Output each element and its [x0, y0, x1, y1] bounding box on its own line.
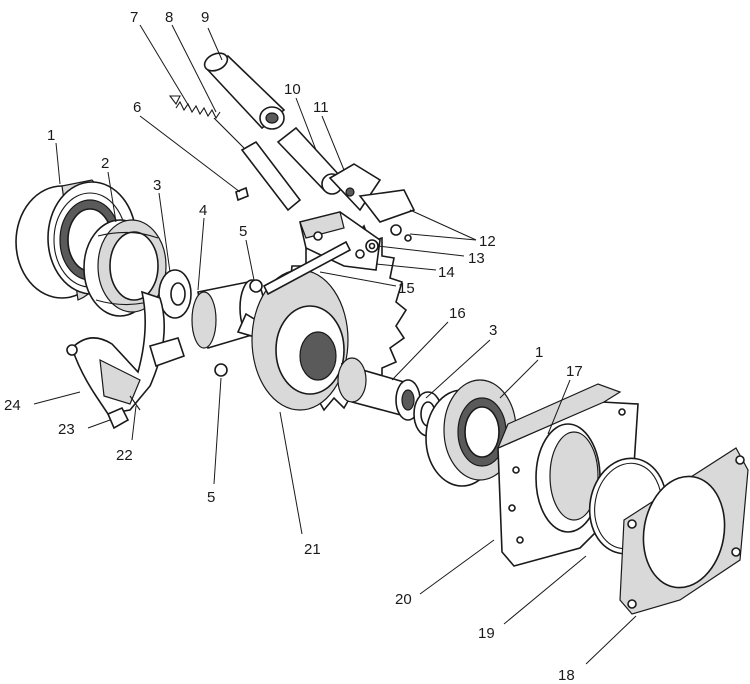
callout-20: 20	[395, 591, 412, 608]
callout-14: 14	[438, 264, 455, 281]
callout-9: 9	[201, 9, 209, 26]
part-1-bearing-right	[425, 379, 517, 487]
part-13-washer	[365, 239, 379, 253]
part-18-gasket	[619, 447, 749, 615]
callout-5-lower: 5	[207, 489, 215, 506]
part-7-spring	[168, 95, 221, 120]
part-22-pin	[129, 395, 141, 411]
part-21-gear	[236, 224, 408, 412]
callout-2: 2	[101, 155, 109, 172]
callout-12: 12	[479, 233, 496, 250]
leader-lines	[33, 24, 637, 665]
callout-5-upper: 5	[239, 223, 247, 240]
part-9-cylinder	[203, 52, 286, 130]
callout-7: 7	[130, 9, 138, 26]
callout-4: 4	[199, 202, 207, 219]
callout-3-right: 3	[489, 322, 497, 339]
part-8-rod	[213, 117, 302, 212]
callout-1-left: 1	[47, 127, 55, 144]
part-12-lever	[358, 189, 416, 242]
callout-1-right: 1	[535, 344, 543, 361]
part-3-washer-left	[158, 269, 192, 319]
callout-8: 8	[165, 9, 173, 26]
part-5-ball-upper	[249, 279, 263, 293]
callout-13: 13	[468, 250, 485, 267]
callout-18: 18	[558, 667, 575, 684]
part-15-rod	[262, 240, 352, 296]
callout-15: 15	[398, 280, 415, 297]
callout-19: 19	[478, 625, 495, 642]
part-14-bracket	[299, 211, 381, 271]
callout-23: 23	[58, 421, 75, 438]
callout-21: 21	[304, 541, 321, 558]
callout-22: 22	[116, 447, 133, 464]
callout-11: 11	[313, 99, 329, 116]
part-24-shift-fork	[66, 290, 186, 415]
callout-labels: 7 8 9 10 11 6 1 2 3 4 5 12 13 14 15 16 3…	[4, 9, 583, 684]
callout-16: 16	[449, 305, 466, 322]
part-2-ring	[83, 219, 167, 317]
part-23-nut	[106, 406, 130, 430]
callout-6: 6	[133, 99, 141, 116]
callout-10: 10	[284, 81, 301, 98]
callout-24: 24	[4, 397, 21, 414]
part-5-ball-lower	[214, 363, 228, 377]
callout-3-left: 3	[153, 177, 161, 194]
callout-17: 17	[566, 363, 583, 380]
